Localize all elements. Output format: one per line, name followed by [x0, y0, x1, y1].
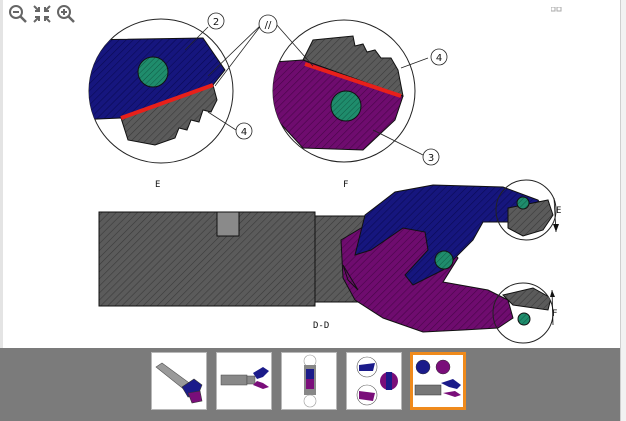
zoom-in-button[interactable]	[55, 3, 77, 25]
thumbnail-2[interactable]	[216, 352, 272, 410]
drawing-viewport[interactable]: 2 // 4 4 3 E F	[3, 0, 620, 348]
fit-to-window-button[interactable]	[31, 3, 53, 25]
left-border	[0, 0, 3, 348]
balloon-3: 3	[422, 148, 440, 166]
section-view-d-d	[98, 179, 559, 344]
grid-view-icon[interactable]	[550, 0, 563, 18]
detail-view-e	[88, 18, 237, 164]
thumbnail-1[interactable]	[151, 352, 207, 410]
section-label: D-D	[313, 321, 329, 331]
detail-view-f	[272, 19, 429, 163]
zoom-out-icon	[9, 5, 27, 23]
thumbnail-4[interactable]	[346, 352, 402, 410]
detail-f-label: F	[343, 180, 348, 190]
zoom-toolbar	[7, 3, 77, 25]
callout-e-label: E	[556, 206, 561, 216]
balloon-4-bottom: 4	[235, 122, 253, 140]
fit-to-window-icon	[33, 5, 51, 23]
balloon-4-top: 4	[430, 48, 448, 66]
thumbnail-5[interactable]	[410, 352, 466, 410]
parallel-leaders	[207, 23, 314, 87]
thumbnail-strip	[0, 348, 620, 421]
technical-drawing: 2 // 4 4 3 E F	[88, 12, 561, 344]
zoom-in-icon	[57, 5, 75, 23]
callout-f-label: F	[552, 309, 557, 319]
detail-e-label: E	[155, 180, 160, 190]
right-border	[620, 0, 626, 421]
zoom-out-button[interactable]	[7, 3, 29, 25]
svg-text:3: 3	[428, 153, 434, 164]
balloon-parallel: //	[258, 14, 278, 34]
thumbnail-3[interactable]	[281, 352, 337, 410]
balloon-2: 2	[207, 12, 225, 30]
svg-text://: //	[265, 20, 272, 31]
svg-text:2: 2	[213, 17, 219, 28]
svg-text:4: 4	[436, 53, 442, 64]
svg-text:4: 4	[241, 127, 247, 138]
